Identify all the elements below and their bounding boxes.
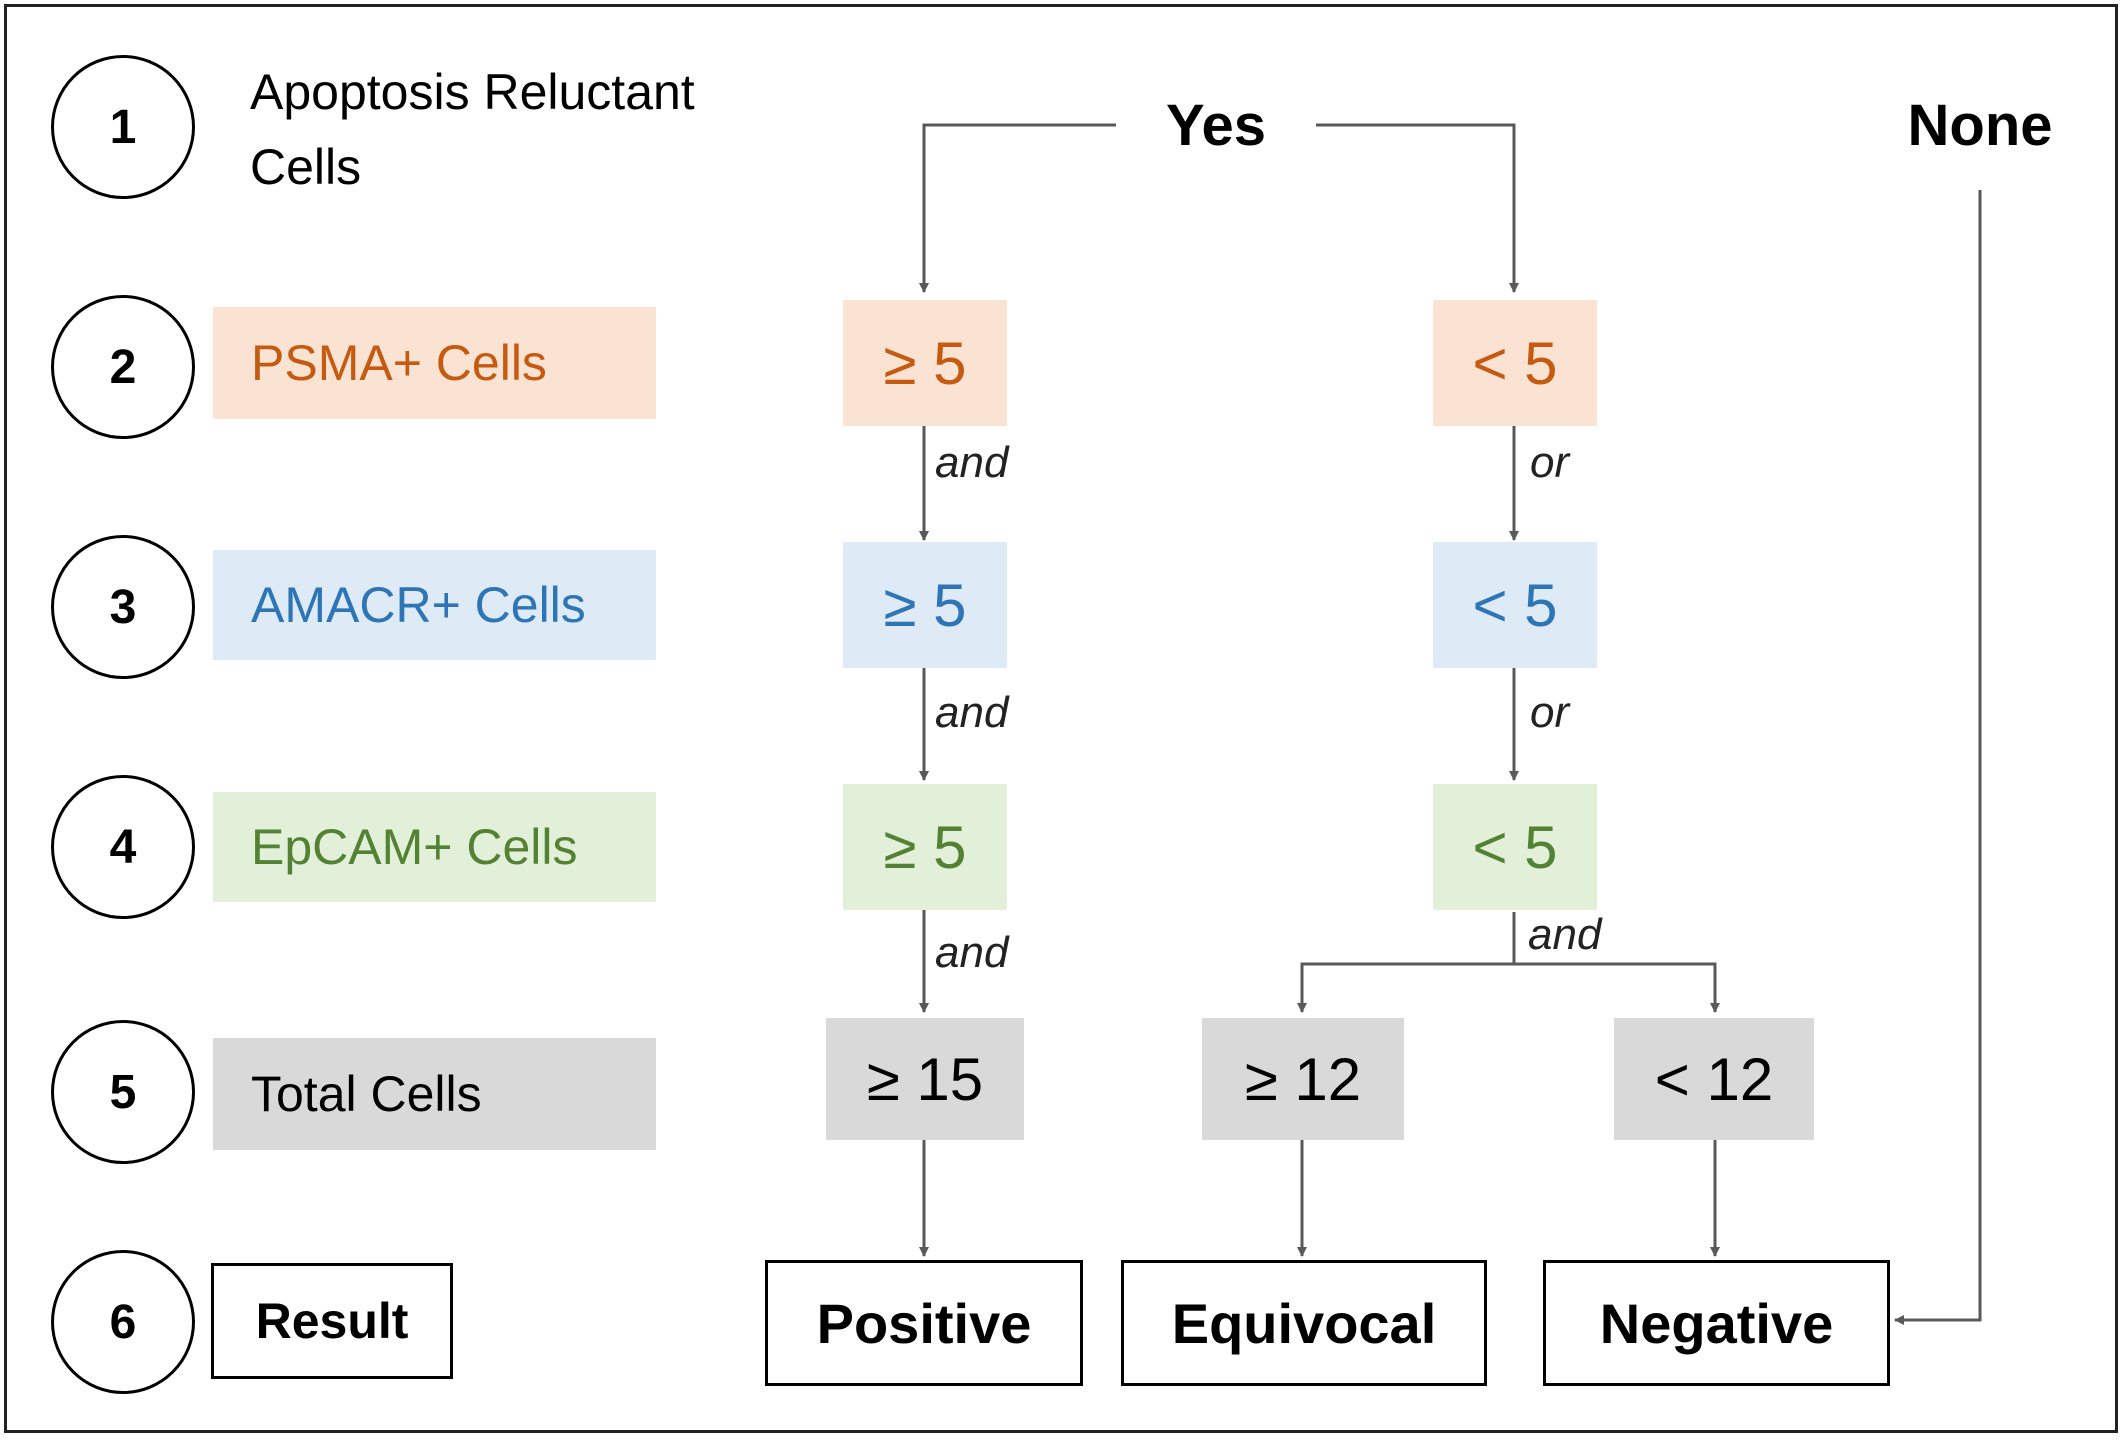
step-2-circle: 2: [51, 295, 195, 439]
step-4-label: EpCAM+ Cells: [213, 792, 656, 902]
step-5-label: Total Cells: [213, 1038, 656, 1150]
step-2-label: PSMA+ Cells: [213, 307, 656, 419]
left-connector-1: and: [935, 438, 1009, 487]
step-1-label: Apoptosis Reluctant Cells: [250, 64, 695, 195]
step-1-circle: 1: [51, 55, 195, 199]
right-total-high-threshold: ≥ 12: [1202, 1018, 1404, 1140]
left-connector-2: and: [935, 688, 1009, 737]
step-3-circle: 3: [51, 535, 195, 679]
left-epcam-threshold: ≥ 5: [843, 784, 1007, 910]
result-equivocal: Equivocal: [1121, 1260, 1487, 1386]
right-connector-3: and: [1528, 910, 1602, 959]
left-connector-3: and: [935, 928, 1009, 977]
right-amacr-threshold: < 5: [1433, 542, 1597, 668]
diagram-frame: [4, 4, 2118, 1433]
step-3-label: AMACR+ Cells: [213, 550, 656, 660]
right-psma-threshold: < 5: [1433, 300, 1597, 426]
result-positive: Positive: [765, 1260, 1083, 1386]
step-4-circle: 4: [51, 775, 195, 919]
left-total-threshold: ≥ 15: [826, 1018, 1024, 1140]
left-psma-threshold: ≥ 5: [843, 300, 1007, 426]
branch-yes-label: Yes: [1166, 93, 1266, 158]
branch-none-label: None: [1907, 93, 2053, 158]
result-negative: Negative: [1543, 1260, 1890, 1386]
step-5-circle: 5: [51, 1020, 195, 1164]
right-total-low-threshold: < 12: [1614, 1018, 1814, 1140]
right-connector-1: or: [1530, 438, 1570, 487]
step-6-label: Result: [211, 1263, 453, 1379]
right-epcam-threshold: < 5: [1433, 784, 1597, 910]
left-amacr-threshold: ≥ 5: [843, 542, 1007, 668]
right-connector-2: or: [1530, 688, 1570, 737]
step-6-circle: 6: [51, 1250, 195, 1394]
